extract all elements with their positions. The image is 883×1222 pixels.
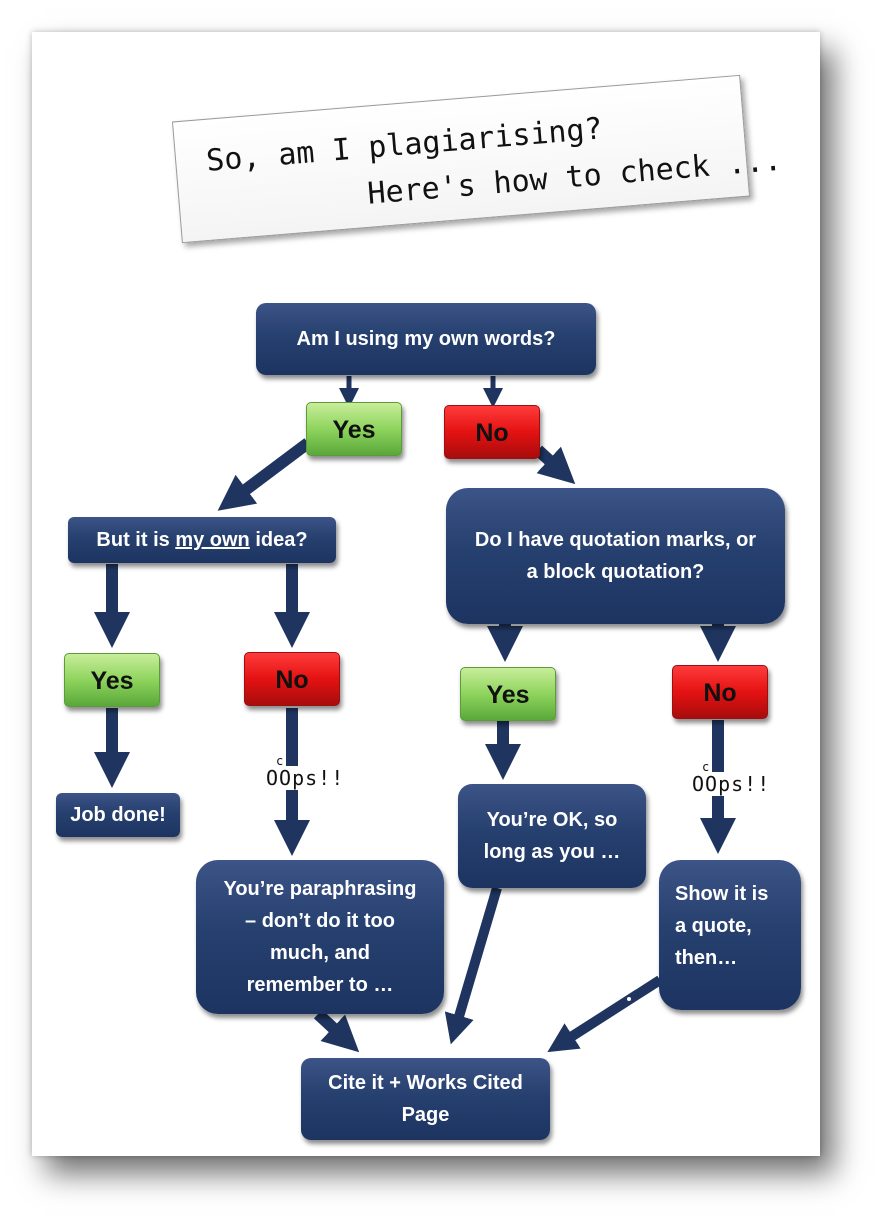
question-own-words: Am I using my own words? xyxy=(256,303,596,375)
answer-no-3: No xyxy=(672,665,768,719)
q2-text-after: idea? xyxy=(249,529,308,551)
q2-text-underlined: my own xyxy=(175,529,250,551)
arrow-show-cite xyxy=(547,975,663,1053)
answer-no-2: No xyxy=(244,652,340,706)
show-line-1: Show it is xyxy=(675,883,769,905)
arrow-para-cite xyxy=(313,1009,360,1053)
q3-line-2: a block quotation? xyxy=(526,561,705,583)
outcome-cite: Cite it + Works Cited Page xyxy=(301,1058,550,1140)
outcome-ok: You’re OK, so long as you … xyxy=(458,784,646,888)
arrow-yes-q2 xyxy=(217,438,312,511)
question-quotation: Do I have quotation marks, or a block qu… xyxy=(446,488,785,624)
q3-line-1: Do I have quotation marks, or xyxy=(474,529,757,551)
cite-line-1: Cite it + Works Cited xyxy=(328,1072,523,1094)
answer-yes-1: Yes xyxy=(306,402,402,456)
outcome-paraphrasing: You’re paraphrasing – don’t do it too mu… xyxy=(196,860,444,1014)
ok-line-1: You’re OK, so xyxy=(486,809,618,831)
para-line-2: – don’t do it too xyxy=(245,910,395,932)
ok-line-2: long as you … xyxy=(483,841,621,863)
q2-text-before: But it is xyxy=(96,529,176,551)
question-own-idea: But it is my own idea? xyxy=(68,517,336,563)
para-line-1: You’re paraphrasing xyxy=(223,878,417,900)
show-line-3: then… xyxy=(675,947,738,969)
arrow-no-q3 xyxy=(533,445,576,485)
show-line-2: a quote, xyxy=(675,915,752,937)
cite-line-2: Page xyxy=(401,1104,450,1126)
outcome-job-done: Job done! xyxy=(56,793,180,837)
answer-yes-2: Yes xyxy=(64,653,160,707)
arrow-ok-cite xyxy=(444,886,502,1045)
answer-yes-3: Yes xyxy=(460,667,556,721)
para-line-4: remember to … xyxy=(246,974,394,996)
answer-no-1: No xyxy=(444,405,540,459)
outcome-show-quote: Show it is a quote, then… xyxy=(659,860,801,1010)
para-line-3: much, and xyxy=(269,942,370,964)
